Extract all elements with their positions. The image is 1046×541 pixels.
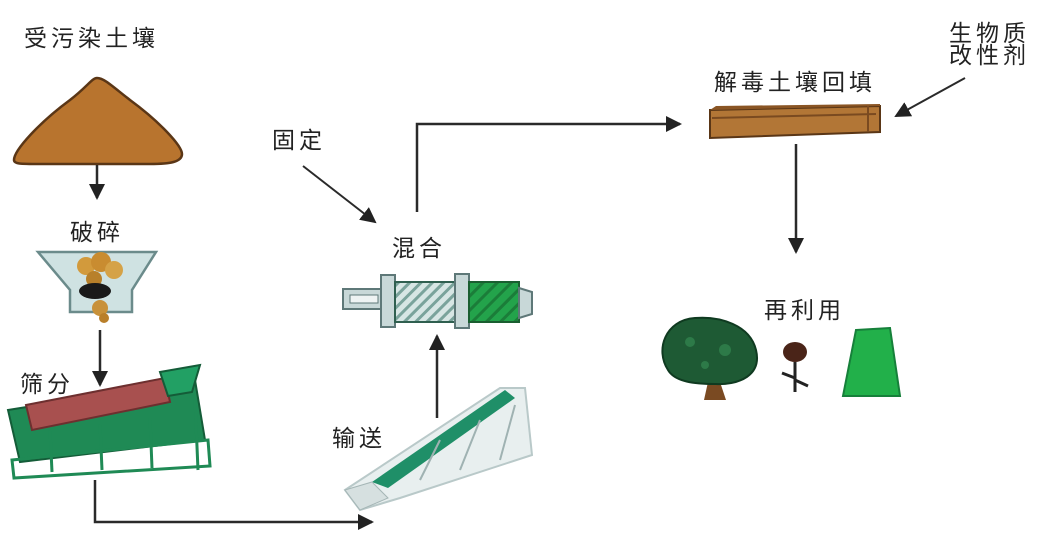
node-label-conveying: 输送 xyxy=(332,426,386,452)
node-label-crushing: 破碎 xyxy=(70,220,124,246)
node-label-reuse: 再利用 xyxy=(764,298,845,324)
soil-pile-icon xyxy=(12,76,184,166)
node-label-fixation: 固定 xyxy=(272,128,326,154)
crusher-hopper-icon xyxy=(35,250,159,323)
node-label-contaminated-soil: 受污染土壤 xyxy=(24,26,159,52)
node-label-mixing: 混合 xyxy=(392,236,446,262)
node-label-screening: 筛分 xyxy=(20,372,74,398)
arrow-screen-to-conveyor xyxy=(93,480,374,530)
arrow-fixation-to-mixer xyxy=(302,165,377,224)
arrow-amendment-to-backfill xyxy=(894,77,966,117)
tree-flower-planter-icon xyxy=(661,316,902,400)
arrow-mixer-to-backfill xyxy=(415,116,682,212)
amendment-line-1: 生物质 xyxy=(949,21,1030,47)
node-label-backfill: 解毒土壤回填 xyxy=(714,70,876,96)
amendment-line-2: 改性剂 xyxy=(949,42,1030,69)
belt-conveyor-icon xyxy=(343,387,534,512)
soil-slab-icon xyxy=(709,104,881,140)
trommel-screen-icon xyxy=(6,363,212,480)
node-label-amendment: 生物质 改性剂 xyxy=(949,21,1030,69)
screw-mixer-icon xyxy=(342,273,533,329)
